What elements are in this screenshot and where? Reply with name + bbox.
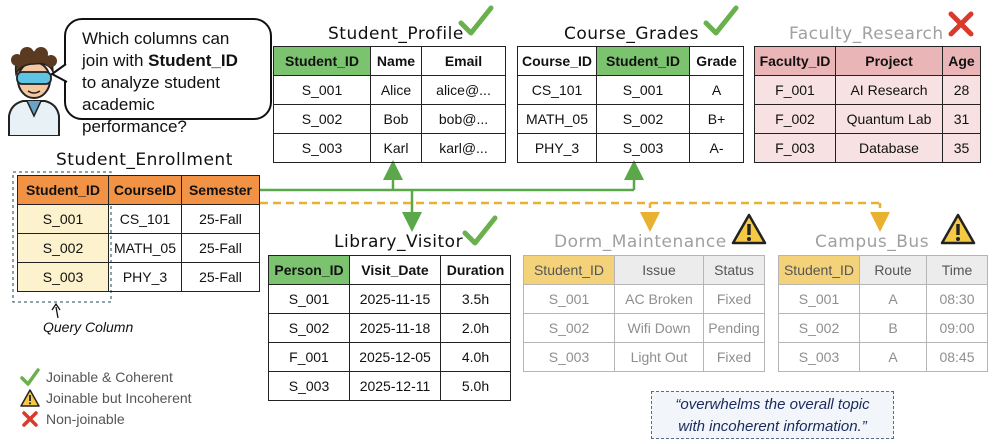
column-header: Student_ID	[523, 255, 615, 285]
coherent-join-lines	[260, 160, 644, 232]
check-icon	[458, 5, 494, 36]
column-header: Student_ID	[596, 46, 690, 76]
scientist-avatar	[8, 47, 60, 136]
check-icon	[462, 215, 498, 246]
column-header: Course_ID	[517, 46, 597, 76]
warning-icon	[940, 213, 976, 245]
legend-joinable-incoherent: Joinable but Incoherent	[20, 388, 192, 408]
column-header: Issue	[614, 255, 704, 285]
column-header: Visit_Date	[349, 255, 441, 285]
student-enrollment-table: Student_ID CourseID Semester S_001 CS_10…	[17, 175, 260, 292]
cross-icon	[948, 11, 974, 37]
legend-label: Joinable but Incoherent	[46, 390, 192, 406]
question-line-4: academic performance?	[82, 95, 187, 136]
course-grades-title: Course_Grades	[564, 24, 700, 44]
column-header: Semester	[181, 175, 260, 205]
column-header: Email	[421, 46, 506, 76]
warning-icon	[20, 389, 40, 407]
check-icon	[703, 5, 739, 36]
column-header: CourseID	[108, 175, 182, 205]
student-enrollment-title: Student_Enrollment	[56, 150, 233, 170]
quote-line-1: “overwhelms the overall topic	[675, 396, 870, 413]
column-header: Route	[859, 255, 927, 285]
question-line-3: to analyze student	[82, 73, 220, 92]
legend-non-joinable: Non-joinable	[20, 409, 125, 429]
legend-joinable-coherent: Joinable & Coherent	[20, 367, 173, 387]
column-header: Student_ID	[17, 175, 109, 205]
table-row: S_002 MATH_05 25-Fall	[17, 233, 260, 263]
question-bubble: Which columns can join with Student_ID t…	[64, 18, 272, 136]
column-header: Grade	[689, 46, 744, 76]
column-header: Student_ID	[273, 46, 371, 76]
library-visitor-title: Library_Visitor	[334, 232, 464, 252]
column-header: Project	[835, 46, 943, 76]
legend-label: Joinable & Coherent	[46, 369, 173, 385]
column-header: Faculty_ID	[754, 46, 836, 76]
table-row: S_001 CS_101 25-Fall	[17, 204, 260, 234]
faculty-research-title: Faculty_Research	[789, 24, 944, 44]
question-line-1: Which columns can	[82, 29, 230, 48]
column-header: Age	[942, 46, 981, 76]
dorm-maintenance-title: Dorm_Maintenance	[554, 232, 727, 252]
question-keyword: Student_ID	[148, 51, 238, 70]
query-column-arrow	[55, 306, 59, 319]
column-header: Status	[703, 255, 765, 285]
quote-line-2: with incoherent information.”	[678, 418, 867, 435]
check-icon	[20, 368, 40, 386]
campus-bus-title: Campus_Bus	[815, 232, 930, 252]
query-column-label: Query Column	[43, 319, 134, 335]
cross-icon	[22, 411, 38, 427]
incoherent-join-lines	[260, 201, 890, 232]
student-profile-title: Student_Profile	[328, 24, 464, 44]
column-header: Person_ID	[268, 255, 350, 285]
warning-icon	[731, 213, 767, 245]
question-line-2: join with	[82, 51, 149, 70]
quote-box: “overwhelms the overall topic with incoh…	[651, 391, 894, 439]
column-header: Duration	[440, 255, 511, 285]
table-row: S_003 PHY_3 25-Fall	[17, 262, 260, 292]
column-header: Time	[926, 255, 988, 285]
legend-label: Non-joinable	[46, 411, 125, 427]
column-header: Student_ID	[778, 255, 860, 285]
column-header: Name	[370, 46, 422, 76]
